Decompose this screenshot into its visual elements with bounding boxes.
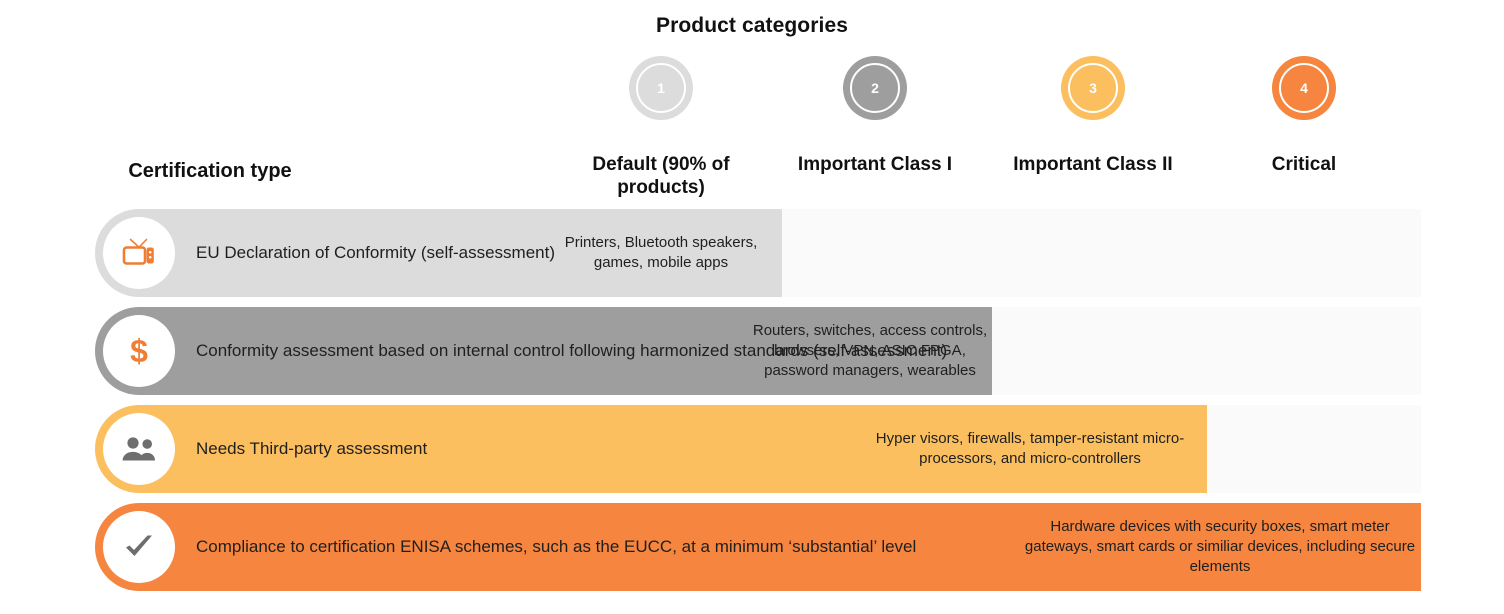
svg-text:$: $	[130, 333, 148, 369]
row-bar[interactable]	[95, 307, 992, 395]
dollar-sign-icon: $	[103, 315, 175, 387]
row-label: Compliance to certification ENISA scheme…	[196, 537, 917, 557]
row-cell-products: Printers, Bluetooth speakers, games, mob…	[564, 233, 758, 271]
certification-row: Needs Third-party assessment Hyper visors…	[0, 405, 1504, 493]
television-icon	[103, 217, 175, 289]
category-label: Important Class II	[1013, 154, 1173, 175]
row-bar[interactable]	[95, 209, 782, 297]
category-number: 4	[1300, 80, 1308, 96]
row-cell-products: Hyper visors, firewalls, tamper-resistan…	[875, 429, 1185, 467]
row-cell-products: Routers, switches, access controls, brow…	[752, 321, 988, 380]
certification-row: $ Conformity assessment based on internal…	[0, 307, 1504, 395]
category-label: Critical	[1271, 154, 1337, 175]
certification-row: Compliance to certification ENISA scheme…	[0, 503, 1504, 591]
category-number: 3	[1089, 80, 1097, 96]
category-badge-1[interactable]: 1	[629, 56, 693, 120]
category-number: 2	[871, 80, 879, 96]
category-label: Important Class I	[797, 154, 953, 175]
category-badge-3[interactable]: 3	[1061, 56, 1125, 120]
row-label: EU Declaration of Conformity (self-asses…	[196, 243, 556, 263]
checkmark-icon	[103, 511, 175, 583]
category-badge-2[interactable]: 2	[843, 56, 907, 120]
people-group-icon	[103, 413, 175, 485]
certification-rows: EU Declaration of Conformity (self-asses…	[0, 209, 1504, 601]
category-badge-4[interactable]: 4	[1272, 56, 1336, 120]
row-bar[interactable]	[95, 503, 1421, 591]
row-bar[interactable]	[95, 405, 1207, 493]
certification-row: EU Declaration of Conformity (self-asses…	[0, 209, 1504, 297]
category-number: 1	[657, 80, 665, 96]
certification-type-heading: Certification type	[128, 160, 292, 182]
row-label: Needs Third-party assessment	[196, 439, 428, 459]
row-cell-products: Hardware devices with security boxes, sm…	[1024, 517, 1416, 576]
row-label: Conformity assessment based on internal …	[196, 341, 948, 361]
page-title: Product categories	[655, 14, 849, 37]
category-label: Default (90% of products)	[592, 154, 730, 199]
